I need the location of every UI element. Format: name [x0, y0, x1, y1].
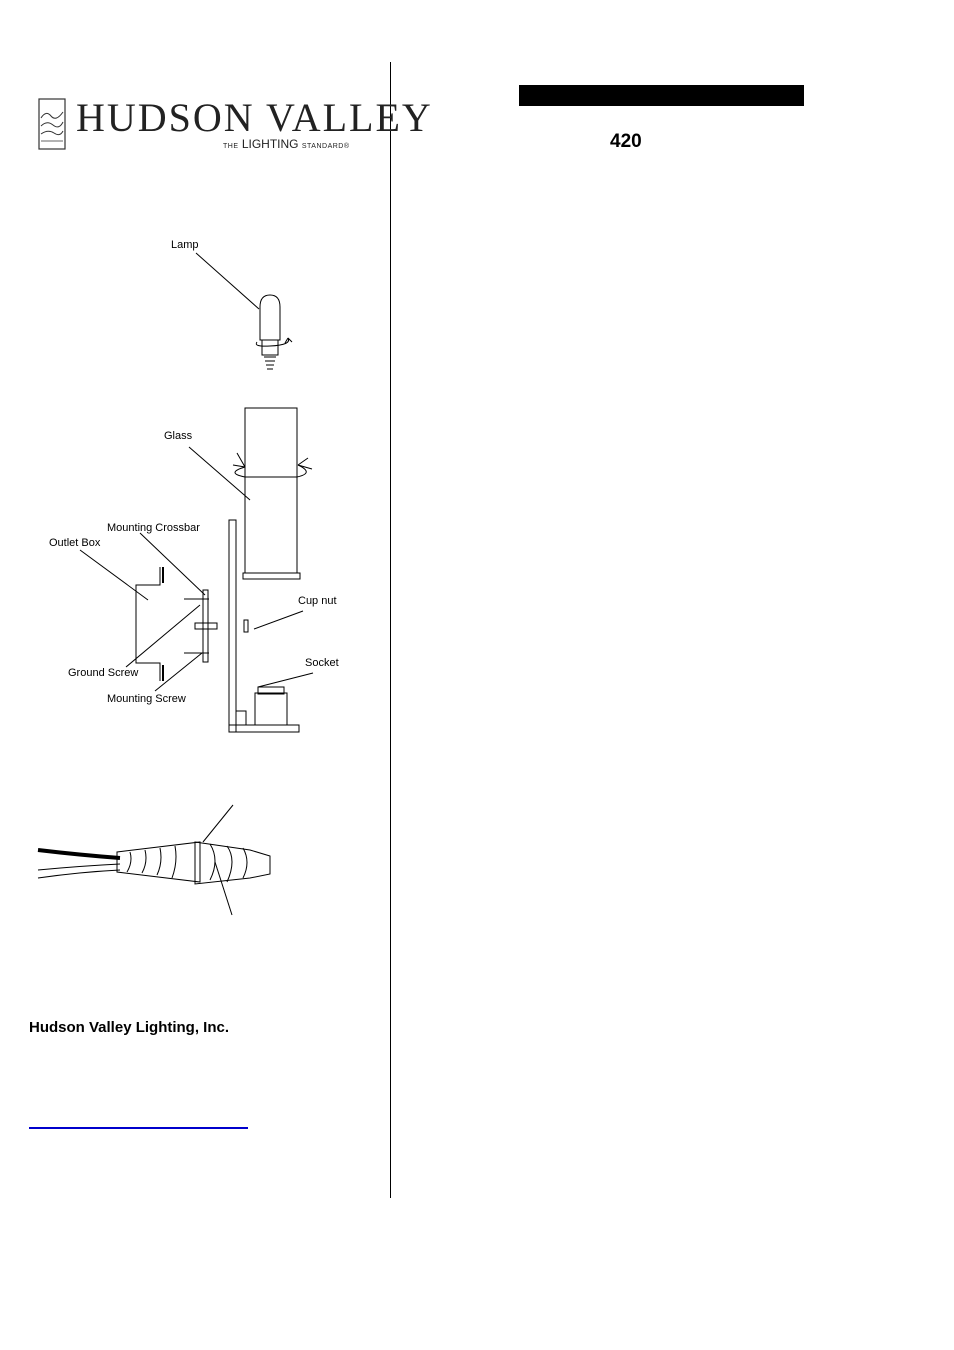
cup-nut-shape [243, 619, 249, 633]
cup-nut-label: Cup nut [298, 595, 337, 607]
lamp-leader-line [195, 252, 260, 310]
socket-leader-line [257, 672, 314, 688]
lamp-bulb-icon [255, 294, 293, 370]
cup-nut-leader-line [253, 610, 304, 630]
mounting-crossbar-label: Mounting Crossbar [107, 522, 200, 534]
model-number: 420 [610, 131, 642, 152]
title-bar [519, 85, 804, 106]
glass-shade-icon [232, 407, 313, 580]
glass-label: Glass [164, 430, 193, 442]
mountain-logo-icon [38, 98, 66, 150]
crossbar-leader-line [139, 532, 206, 596]
socket-icon [254, 686, 288, 726]
lower-callout-line [214, 861, 233, 916]
outlet-box-label: Outlet Box [49, 537, 101, 549]
outlet-box-icon [135, 567, 218, 681]
wire-splice-illustration [37, 804, 271, 916]
tagline-suffix: STANDARD® [301, 143, 350, 150]
tagline-prefix: THE [223, 143, 239, 150]
glass-leader-line [188, 446, 251, 501]
mounting-screw-label: Mounting Screw [107, 693, 186, 705]
lamp-label: Lamp [171, 239, 199, 251]
website-link[interactable] [29, 1127, 248, 1129]
wall-backplate-icon [228, 519, 300, 733]
socket-label: Socket [305, 657, 339, 669]
ground-screw-label: Ground Screw [68, 667, 138, 679]
ground-screw-shape [194, 622, 218, 630]
tagline-main: LIGHTING [241, 137, 299, 151]
installation-diagram: Lamp Glass Mounting Crossbar Outlet Box … [49, 239, 339, 733]
brand-name: HUDSON VALLEY [76, 95, 433, 140]
ground-screw-leader-line [125, 604, 201, 668]
company-name: Hudson Valley Lighting, Inc. [29, 1019, 230, 1036]
outlet-box-leader-line [79, 549, 149, 601]
hudson-valley-logo: HUDSON VALLEY THE LIGHTING STANDARD® [36, 94, 431, 156]
mounting-screw-leader-line [154, 652, 203, 692]
column-divider [390, 62, 391, 1198]
upper-callout-line [202, 804, 234, 843]
mounting-crossbar-shape [202, 589, 209, 663]
brand-tagline: THE LIGHTING STANDARD® [223, 137, 350, 151]
